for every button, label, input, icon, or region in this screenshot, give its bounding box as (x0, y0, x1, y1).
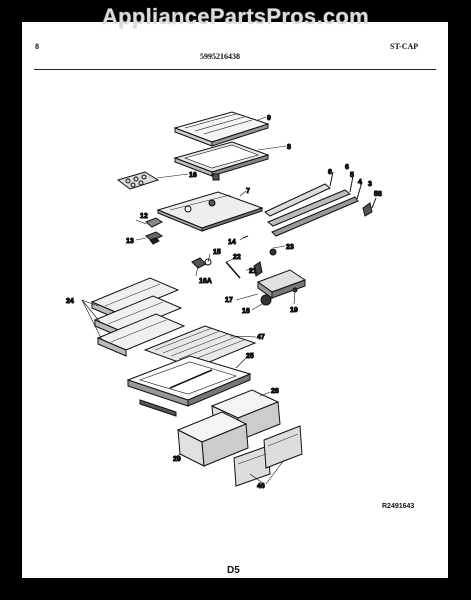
callout-23: 23 (286, 244, 294, 251)
part-shelf-glass-top (173, 111, 270, 147)
part-damper-control (191, 257, 263, 279)
header-part-number: 5995216438 (200, 52, 240, 61)
callout-9: 9 (267, 115, 271, 122)
callout-7: 7 (246, 188, 250, 195)
watermark-logo: AppliancePartsPros.com (101, 4, 370, 29)
part-control-housing (256, 248, 307, 299)
part-shelf-frame (173, 141, 270, 181)
page-label: D5 (227, 565, 240, 576)
callout-13: 13 (126, 238, 134, 245)
part-egg-tray (116, 171, 160, 190)
part-bracket-13 (145, 231, 163, 245)
part-cover-panel (156, 191, 264, 232)
part-crisper-drawer-left (176, 411, 249, 467)
callout-4: 4 (358, 179, 362, 186)
callout-46: 46 (257, 483, 265, 490)
callout-5: 5 (350, 172, 354, 179)
callout-21: 21 (249, 268, 257, 275)
header-page-number: 8 (35, 42, 39, 51)
part-screw-19 (292, 287, 298, 293)
callout-3: 3 (368, 181, 372, 188)
part-drawer-fronts (233, 425, 303, 487)
header-model-code: ST-CAP (390, 42, 419, 51)
callout-29: 29 (173, 456, 181, 463)
callout-12: 12 (140, 213, 148, 220)
callout-19: 19 (290, 307, 298, 314)
callout-16A: 16A (199, 278, 212, 285)
callout-17: 17 (225, 297, 233, 304)
callout-6: 6 (345, 164, 349, 171)
callout-15: 15 (213, 249, 221, 256)
callout-25: 25 (246, 353, 254, 360)
callout-58: 58 (374, 191, 382, 198)
callout-leaders (81, 116, 296, 485)
drawing-reference-code: R2491643 (382, 503, 415, 510)
part-fasteners-3-58 (362, 197, 377, 217)
callout-18: 18 (242, 308, 250, 315)
callout-14: 14 (228, 239, 236, 246)
callout-6-upper: 6 (328, 169, 332, 176)
callout-24: 24 (66, 298, 74, 305)
callout-16: 16 (189, 172, 197, 179)
part-shelf-rails (264, 171, 363, 237)
part-door-shelves (90, 277, 186, 357)
header-rule (34, 69, 436, 70)
callout-22: 22 (233, 254, 241, 261)
callout-8: 8 (287, 144, 291, 151)
part-screw-14 (242, 235, 249, 239)
callout-28: 28 (271, 388, 279, 395)
part-knob-18 (260, 294, 272, 306)
callout-47: 47 (257, 334, 265, 341)
part-crisper-frame (126, 355, 252, 417)
part-bracket-12 (145, 217, 163, 228)
